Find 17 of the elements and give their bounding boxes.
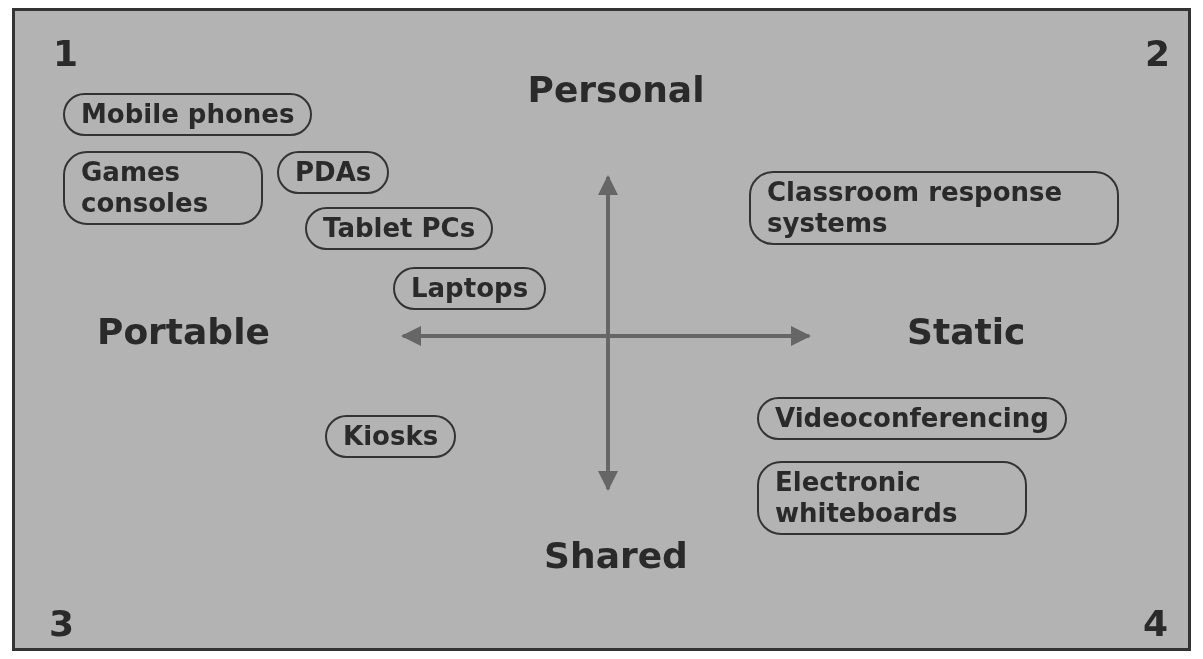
axis-label: Portable [97, 311, 270, 352]
device-pill: Laptops [393, 267, 547, 311]
device-pill: Games consoles [63, 151, 263, 226]
quadrant-number: 1 [53, 33, 79, 74]
device-pill: Mobile phones [63, 93, 313, 137]
quadrant-number: 3 [49, 603, 75, 644]
quadrant-number: 2 [1145, 33, 1171, 74]
axis-label: Static [907, 311, 1026, 352]
device-pill: Tablet PCs [305, 207, 494, 251]
device-pill: Classroom response systems [749, 171, 1119, 246]
device-pill: Electronic whiteboards [757, 461, 1027, 536]
device-pill: PDAs [277, 151, 390, 195]
device-pill: Videoconferencing [757, 397, 1067, 441]
device-pill: Kiosks [325, 415, 457, 459]
quadrant-number: 4 [1143, 603, 1169, 644]
axis-label: Shared [544, 535, 688, 576]
axis-label: Personal [527, 69, 705, 110]
